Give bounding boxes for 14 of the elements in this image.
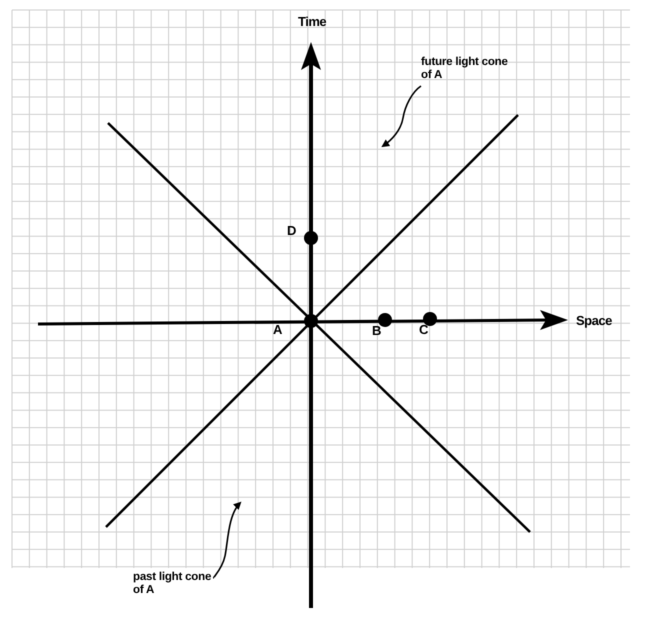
- event-point: [304, 314, 318, 328]
- event-point: [423, 312, 437, 326]
- point-label: A: [273, 322, 282, 337]
- annotation: past light cone of A: [133, 571, 213, 597]
- axis-label: Space: [576, 313, 612, 328]
- annotation: future light cone of A: [421, 56, 511, 82]
- point-label: B: [372, 323, 382, 338]
- event-point: [304, 231, 318, 245]
- event-point: [378, 313, 392, 327]
- axis-label: Time: [298, 14, 326, 29]
- leader-arrow: [381, 85, 422, 148]
- point-label: D: [287, 223, 296, 238]
- point-label: C: [419, 322, 428, 337]
- leader-arrow: [213, 501, 242, 578]
